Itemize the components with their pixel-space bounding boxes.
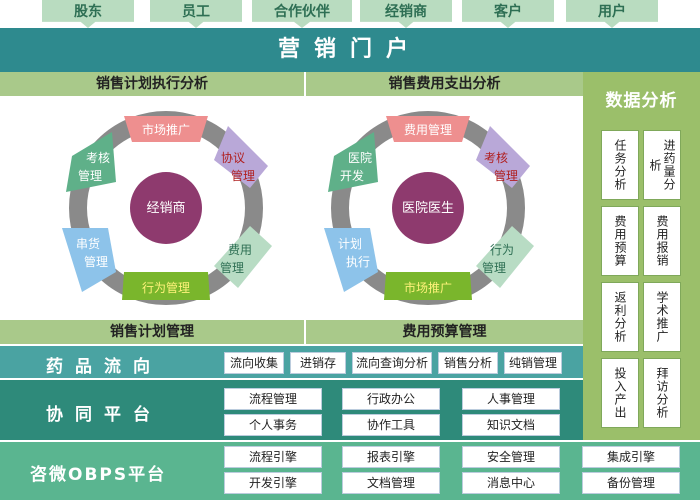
svg-text:管理: 管理 [84,254,108,269]
left-seg-agreement [214,126,268,188]
right-wheel-diagram: 费用管理 考核 管理 行为 管理 市场推广 计划 执行 医院 开发 医院医生 [306,96,583,318]
right-seg-plan [324,228,378,292]
portal-title: 营销门户 [0,28,700,72]
collab-label: 协同平台 [46,405,162,425]
svg-text:考核: 考核 [86,151,110,165]
left-seg-behavior-label: 行为管理 [142,280,190,295]
right-seg-marketing-label: 市场推广 [404,280,452,295]
tab-shareholders[interactable]: 股东 [42,0,134,28]
data-analysis-title: 数据分析 [605,91,678,111]
svg-text:管理: 管理 [220,260,244,275]
side-item-drug-volume[interactable]: 进药量分析 [643,130,681,200]
svg-text:费用: 费用 [228,243,252,257]
tab-customers[interactable]: 客户 [462,0,554,28]
drug-flow-query[interactable]: 流向查询分析 [352,352,432,374]
right-panel-footer: 费用预算管理 [306,320,583,344]
side-item-task[interactable]: 任务分析 [601,130,639,200]
right-seg-marketing [384,272,472,300]
obps-backup[interactable]: 备份管理 [582,472,680,494]
right-center [392,172,464,244]
tab-users[interactable]: 用户 [566,0,658,28]
left-seg-expense [214,226,272,288]
svg-text:开发: 开发 [340,168,364,183]
obps-dev-engine[interactable]: 开发引擎 [224,472,322,494]
right-center-label: 医院医生 [402,201,454,216]
obps-process-engine[interactable]: 流程引擎 [224,446,322,468]
obps-report-engine[interactable]: 报表引擎 [342,446,440,468]
left-seg-crossgoods [62,228,116,292]
tab-employees[interactable]: 员工 [150,0,242,28]
drug-flow-collect[interactable]: 流向收集 [224,352,284,374]
right-seg-behavior [476,226,534,288]
tab-distributors[interactable]: 经销商 [360,0,452,28]
svg-text:医院: 医院 [348,151,372,165]
right-seg-assessment [476,126,530,188]
side-item-input-output[interactable]: 投入产出 [601,358,639,428]
left-seg-agreement-label2: 管理 [231,168,255,183]
drug-flow-inventory[interactable]: 进销存 [290,352,346,374]
right-seg-expense-label: 费用管理 [404,122,452,137]
svg-text:管理: 管理 [78,168,102,183]
obps-integration-engine[interactable]: 集成引擎 [582,446,680,468]
right-seg-expense [386,116,470,142]
svg-text:考核: 考核 [484,151,508,165]
svg-text:串货: 串货 [76,236,100,251]
obps-security[interactable]: 安全管理 [462,446,560,468]
side-item-academic[interactable]: 学术推广 [643,282,681,352]
right-panel-header: 销售费用支出分析 [306,72,583,96]
left-center [130,172,202,244]
collab-tools[interactable]: 协作工具 [342,414,440,436]
side-item-rebate[interactable]: 返利分析 [601,282,639,352]
drug-flow-label: 药品流向 [46,357,162,377]
svg-text:计划: 计划 [338,237,362,251]
left-panel-footer: 销售计划管理 [0,320,304,344]
left-panel-header: 销售计划执行分析 [0,72,304,96]
obps-message-center[interactable]: 消息中心 [462,472,560,494]
left-seg-marketing-label: 市场推广 [142,122,190,137]
collab-process[interactable]: 流程管理 [224,388,322,410]
obps-document[interactable]: 文档管理 [342,472,440,494]
collab-hr[interactable]: 人事管理 [462,388,560,410]
svg-text:管理: 管理 [494,168,518,183]
svg-text:管理: 管理 [482,260,506,275]
right-seg-hospital [328,132,378,192]
collab-admin[interactable]: 行政办公 [342,388,440,410]
drug-flow-pure-sales[interactable]: 纯销管理 [504,352,562,374]
left-center-label: 经销商 [146,201,185,216]
left-seg-behavior [122,272,210,300]
left-seg-assessment [66,132,116,192]
collab-personal[interactable]: 个人事务 [224,414,322,436]
collab-knowledge[interactable]: 知识文档 [462,414,560,436]
tab-partners[interactable]: 合作伙伴 [252,0,352,28]
svg-text:行为: 行为 [490,243,514,257]
left-seg-marketing [124,116,208,142]
drug-flow-sales[interactable]: 销售分析 [438,352,498,374]
obps-label: 咨微OBPS平台 [30,465,167,485]
left-seg-agreement-label: 协议 [221,150,245,165]
svg-text:执行: 执行 [346,255,370,269]
side-item-reimburse[interactable]: 费用报销 [643,206,681,276]
side-item-budget[interactable]: 费用预算 [601,206,639,276]
side-item-visit[interactable]: 拜访分析 [643,358,681,428]
left-wheel-diagram: 市场推广 协议 管理 费用 管理 行为管理 串货 管理 考核 管理 经销商 [0,96,304,318]
